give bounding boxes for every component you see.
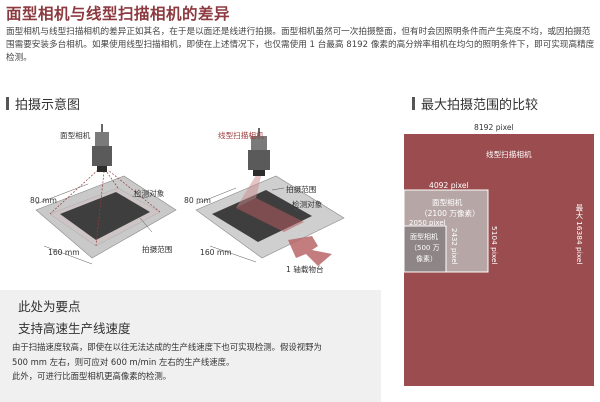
page-title: 面型相机与线型扫描相机的差异 xyxy=(6,4,231,23)
area-camera-icon xyxy=(92,124,112,172)
line-camera-label: 线型扫描相机 xyxy=(218,131,264,140)
section-marker xyxy=(412,97,415,110)
section-marker xyxy=(6,97,9,110)
small-height-label: 2432 pixel xyxy=(450,228,458,265)
note-line: 500 mm 左右，则可应对 600 m/min 左右的生产线速度。 xyxy=(12,356,235,367)
area-inspection-object xyxy=(60,192,150,240)
note-line: 此外，可进行比面型相机更高像素的检测。 xyxy=(12,371,172,381)
mid-box-title: 面型相机 xyxy=(432,198,463,207)
range-comparison xyxy=(403,134,594,386)
area-camera-scene xyxy=(35,124,177,265)
area-camera-5mp-box xyxy=(403,225,447,273)
point-note-box xyxy=(0,290,381,402)
intro-paragraph: 面型相机与线型扫描相机的差异正如其名，在于是以面还是线进行拍摄。面型相机虽然可一… xyxy=(6,27,595,64)
small-box-title: 面型相机 xyxy=(410,233,438,241)
line-camera-icon xyxy=(248,128,270,176)
small-box-sub2: 像素） xyxy=(416,255,437,263)
section-heading-shooting: 拍摄示意图 xyxy=(6,94,80,113)
stage-direction-arrow xyxy=(288,236,332,266)
note-heading: 此处为要点 xyxy=(18,299,81,314)
dim-160-right: 160 mm xyxy=(200,248,232,257)
note-body: 由于扫描速度较高，即使在以往无法达成的生产线速度下也可实现检测。假设视野为 50… xyxy=(12,340,380,384)
section-heading-label: 最大拍摄范围的比较 xyxy=(421,98,539,113)
dim-line xyxy=(35,183,89,205)
mid-height-label: 5104 pixel xyxy=(490,226,499,265)
range-label-right: 拍摄范围 xyxy=(286,185,317,194)
top-width-label: 8192 pixel xyxy=(474,123,514,132)
small-width-label: 2050 pixel xyxy=(409,219,446,227)
range-label-left: 拍摄范围 xyxy=(142,245,173,254)
line-camera-scene xyxy=(195,128,345,266)
mid-box-sub: （2100 万像素） xyxy=(420,209,480,218)
object-label-left: 检测对象 xyxy=(134,189,165,198)
dim-160-left: 160 mm xyxy=(48,248,80,257)
object-label-right: 检测对象 xyxy=(292,200,323,209)
mid-width-label: 4092 pixel xyxy=(429,181,469,190)
note-subheading: 支持高速生产线速度 xyxy=(18,321,131,336)
section-heading-range: 最大拍摄范围的比较 xyxy=(412,94,538,113)
area-camera-label: 面型相机 xyxy=(60,131,91,140)
small-box-sub1: （500 万 xyxy=(410,244,440,252)
line-camera-range-title: 线型扫描相机 xyxy=(486,150,532,159)
dim-80-right: 80 mm xyxy=(184,196,211,205)
section-heading-label: 拍摄示意图 xyxy=(15,98,81,113)
dim-80-left: 80 mm xyxy=(30,196,57,205)
note-line: 由于扫描速度较高，即使在以往无法达成的生产线速度下也可实现检测。假设视野为 xyxy=(12,342,322,352)
line-scan-stripe xyxy=(236,198,304,232)
stage-label: 1 轴载物台 xyxy=(286,265,324,274)
max-height-label: 最大 16384 pixel xyxy=(575,204,584,265)
dim-line xyxy=(43,245,93,265)
